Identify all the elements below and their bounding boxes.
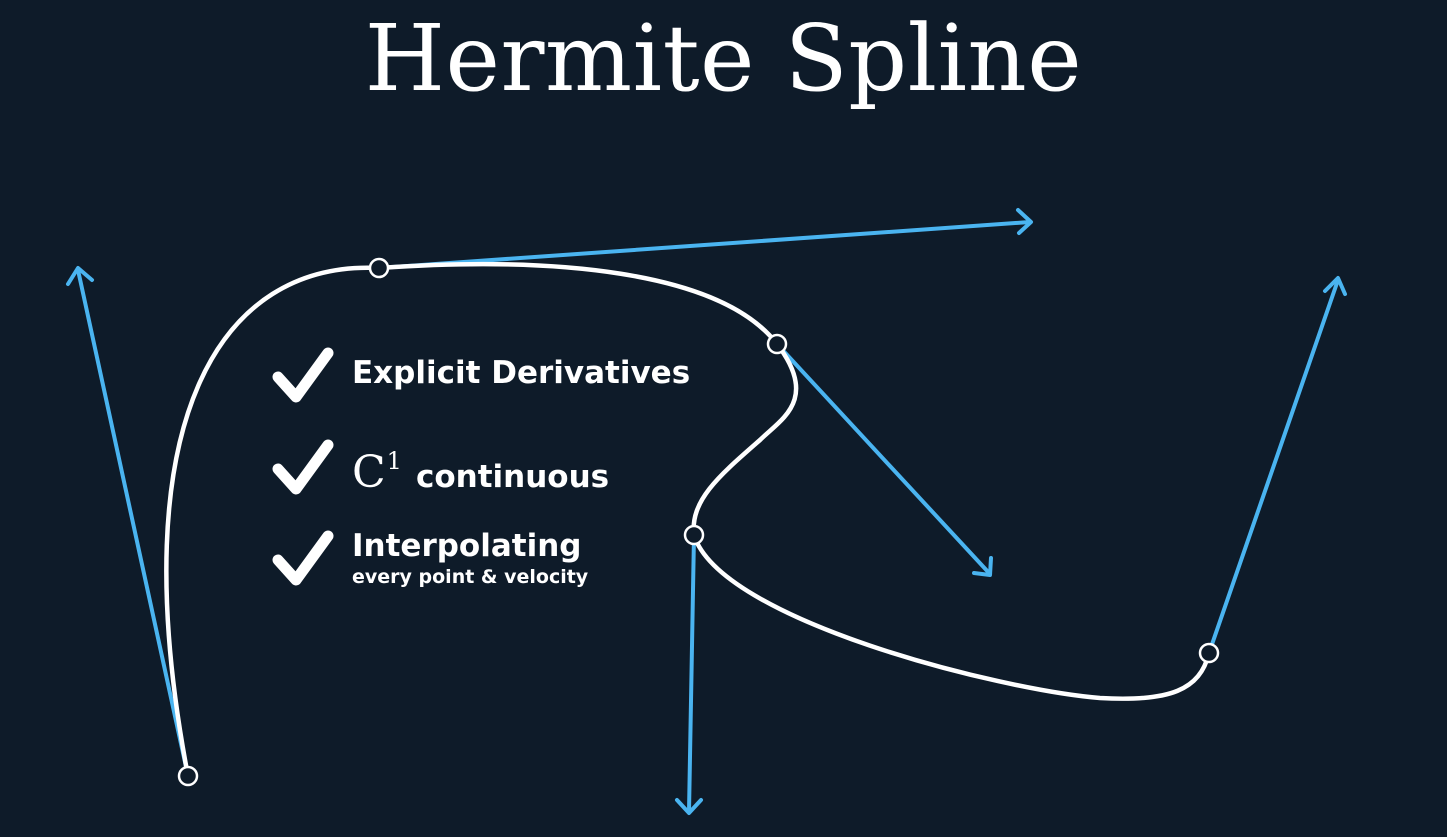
checklist-sublabel: every point & velocity bbox=[352, 566, 589, 588]
control-point-1 bbox=[177, 765, 199, 787]
checkmark-icon bbox=[272, 530, 334, 586]
tangent-vector-5 bbox=[1207, 276, 1347, 655]
tangent-vector-4 bbox=[675, 533, 703, 815]
tangent-vector-1 bbox=[66, 266, 190, 778]
continuous-text: continuous bbox=[415, 459, 610, 495]
spline-curve bbox=[164, 261, 1212, 779]
tangent-vector-2 bbox=[377, 208, 1033, 270]
c-superscript: 1 bbox=[386, 447, 402, 475]
control-point-3 bbox=[766, 333, 788, 355]
checkmark-icon bbox=[272, 347, 334, 403]
c-letter: C bbox=[352, 447, 386, 498]
checklist-label: Explicit Derivatives bbox=[352, 355, 691, 391]
slide-title: Hermite Spline bbox=[364, 5, 1083, 112]
checklist-label: C1 continuous bbox=[352, 447, 610, 497]
control-point-2 bbox=[368, 257, 390, 279]
control-point-5 bbox=[1198, 642, 1220, 664]
tangent-vector-3 bbox=[775, 342, 993, 577]
checkmark-icon bbox=[272, 439, 334, 495]
checklist-label: Interpolating bbox=[352, 528, 582, 564]
control-point-4 bbox=[683, 524, 705, 546]
